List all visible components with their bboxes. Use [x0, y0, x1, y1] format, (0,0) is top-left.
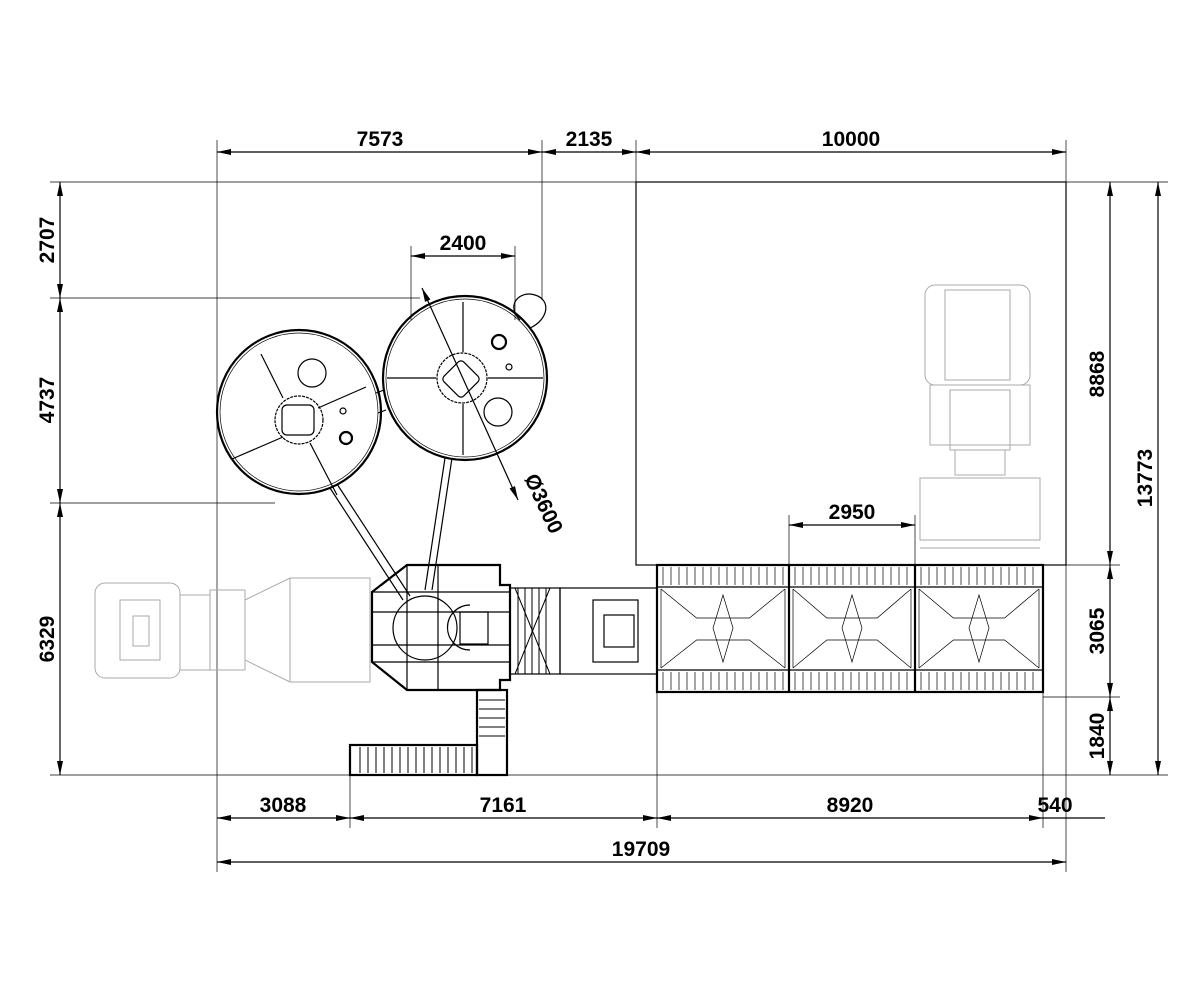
dim-top-2: 2135 — [566, 128, 613, 151]
dim-bottom-4: 540 — [1037, 794, 1072, 817]
wheel-loader — [919, 284, 1041, 549]
dim-left-1: 2707 — [36, 217, 59, 264]
mixer-truck — [94, 577, 371, 683]
dim-right-1: 8868 — [1086, 350, 1109, 397]
dim-left-3: 6329 — [36, 616, 59, 663]
dim-top-3: 10000 — [822, 128, 880, 151]
hopper-gate — [968, 593, 990, 664]
hopper-gate — [712, 593, 734, 664]
hopper-outline — [918, 588, 1040, 669]
aggregate-bins — [655, 563, 1045, 694]
dim-overall-height: 13773 — [1134, 449, 1157, 507]
dim-right-2: 3065 — [1086, 607, 1109, 654]
dim-silo-spacing: 2400 — [440, 232, 487, 255]
access-stairs — [348, 688, 509, 777]
dimension-labels: 7573 2135 10000 2400 2950 Ø3600 2707 473… — [36, 128, 1157, 861]
hopper-gate — [841, 593, 863, 664]
cement-silo-1 — [215, 328, 383, 496]
dim-overall-length: 19709 — [612, 838, 670, 861]
dim-silo-diameter: Ø3600 — [519, 470, 566, 537]
bin-hoppers — [660, 567, 1040, 690]
dim-bottom-1: 3088 — [260, 794, 307, 817]
dimension-lines — [57, 149, 1161, 865]
hopper-outline — [792, 588, 912, 669]
dim-right-3: 1840 — [1086, 713, 1109, 760]
extension-lines — [50, 140, 1168, 872]
silo-screw-conveyors — [329, 389, 453, 601]
dim-bottom-3: 8920 — [827, 794, 874, 817]
dim-left-2: 4737 — [36, 377, 59, 424]
hopper-outline — [660, 588, 786, 669]
dim-top-1: 7573 — [357, 128, 404, 151]
mixer-platform — [370, 563, 658, 692]
dim-loader-width: 2950 — [829, 501, 876, 524]
cement-silo-2 — [381, 293, 549, 462]
dim-bottom-2: 7161 — [480, 794, 527, 817]
